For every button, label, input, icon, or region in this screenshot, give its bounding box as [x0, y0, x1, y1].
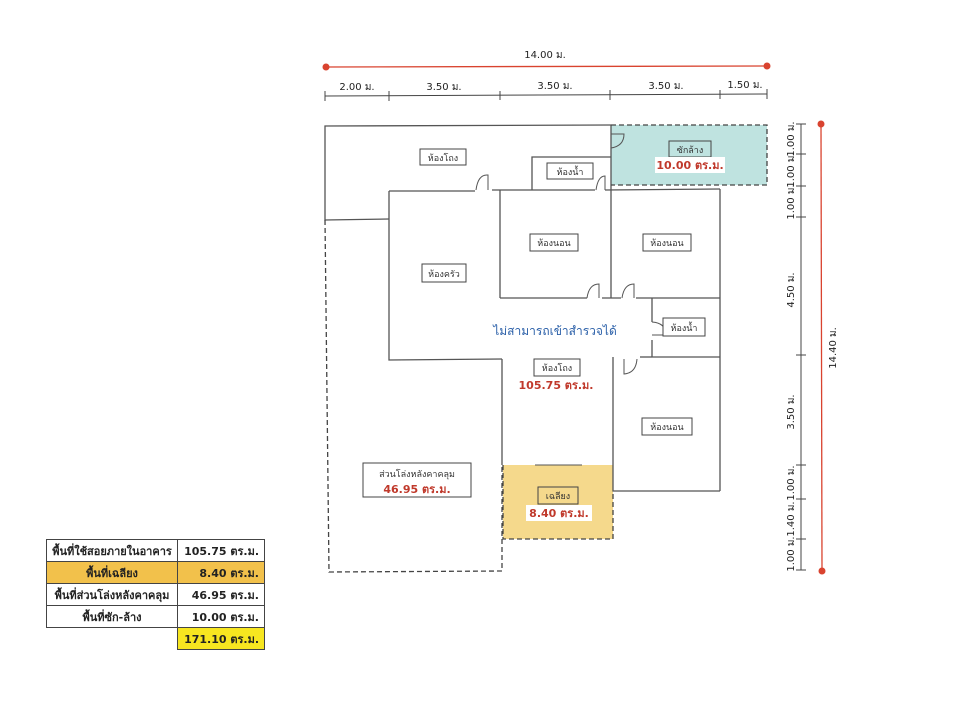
- table-row: พื้นที่เฉลียง 8.40 ตร.ม.: [46, 561, 265, 584]
- right-seg-1: 1.00 ม.: [786, 121, 797, 156]
- room-living-top: ห้องโถง: [419, 148, 467, 166]
- svg-text:ห้องน้ำ: ห้องน้ำ: [557, 165, 584, 178]
- right-seg-4: 4.50 ม.: [786, 272, 797, 307]
- svg-text:ห้องโถง: ห้องโถง: [542, 363, 572, 374]
- row-label: พื้นที่ซัก-ล้าง: [46, 605, 178, 628]
- top-total-dimension: 14.00 ม.: [322, 50, 771, 71]
- svg-text:ห้องครัว: ห้องครัว: [428, 269, 460, 280]
- right-seg-3: 1.00 ม.: [786, 184, 797, 219]
- table-row: พื้นที่ส่วนโล่งหลังคาคลุม 46.95 ตร.ม.: [46, 583, 265, 606]
- dashed-outlines: [324, 124, 768, 573]
- right-total-dimension: 14.40 ม.: [817, 120, 839, 575]
- room-living-mid: ห้องโถง 105.75 ตร.ม.: [519, 358, 594, 392]
- row-value: 10.00 ตร.ม.: [177, 605, 265, 628]
- svg-text:ห้องนอน: ห้องนอน: [650, 238, 683, 249]
- svg-text:10.00 ตร.ม.: 10.00 ตร.ม.: [656, 159, 723, 172]
- row-value: 8.40 ตร.ม.: [177, 561, 265, 584]
- table-row: พื้นที่ซัก-ล้าง 10.00 ตร.ม.: [46, 605, 265, 628]
- top-seg-3: 3.50 ม.: [537, 81, 572, 92]
- total-value: 171.10 ตร.ม.: [177, 627, 265, 650]
- right-seg-7: 1.40 ม.: [786, 501, 797, 536]
- top-seg-1: 2.00 ม.: [339, 82, 374, 93]
- svg-text:8.40 ตร.ม.: 8.40 ตร.ม.: [529, 507, 589, 520]
- room-bath-top: ห้องน้ำ: [546, 162, 594, 180]
- room-bedroom-1: ห้องนอน: [529, 233, 579, 252]
- svg-text:ห้องโถง: ห้องโถง: [428, 153, 458, 164]
- area-summary-table: พื้นที่ใช้สอยภายในอาคาร 105.75 ตร.ม. พื้…: [46, 539, 265, 650]
- svg-text:ส่วนโล่งหลังคาคลุม: ส่วนโล่งหลังคาคลุม: [379, 469, 455, 480]
- room-bedroom-3: ห้องนอน: [641, 417, 693, 436]
- room-kitchen: ห้องครัว: [421, 263, 467, 283]
- row-value: 46.95 ตร.ม.: [177, 583, 265, 606]
- svg-text:ห้องนอน: ห้องนอน: [650, 422, 683, 433]
- room-porch: เฉลียง 8.40 ตร.ม.: [526, 486, 592, 521]
- top-total-label: 14.00 ม.: [524, 50, 566, 61]
- svg-text:ห้องนอน: ห้องนอน: [537, 238, 570, 249]
- table-row: พื้นที่ใช้สอยภายในอาคาร 105.75 ตร.ม.: [46, 539, 265, 562]
- inaccessible-note: ไม่สามารถเข้าสำรวจได้: [492, 324, 617, 338]
- right-seg-8: 1.00 ม.: [786, 536, 797, 571]
- room-bedroom-2: ห้องนอน: [642, 233, 692, 252]
- svg-text:ห้องน้ำ: ห้องน้ำ: [671, 321, 698, 334]
- room-bath-mid: ห้องน้ำ: [662, 317, 706, 337]
- walls: [324, 124, 721, 492]
- row-label: พื้นที่ใช้สอยภายในอาคาร: [46, 539, 178, 562]
- top-seg-4: 3.50 ม.: [648, 81, 683, 92]
- top-seg-2: 3.50 ม.: [426, 82, 461, 93]
- top-seg-5: 1.50 ม.: [727, 80, 762, 91]
- room-laundry: ซักล้าง 10.00 ตร.ม.: [655, 140, 725, 173]
- svg-text:46.95 ตร.ม.: 46.95 ตร.ม.: [383, 483, 450, 496]
- right-seg-2: 1.00 ม.: [786, 152, 797, 187]
- row-label: พื้นที่ส่วนโล่งหลังคาคลุม: [46, 583, 178, 606]
- right-segment-dimension: 1.00 ม. 1.00 ม. 1.00 ม. 4.50 ม. 3.50 ม. …: [786, 121, 806, 572]
- top-segment-dimension: 2.00 ม. 3.50 ม. 3.50 ม. 3.50 ม. 1.50 ม.: [324, 80, 768, 101]
- room-covered-area: ส่วนโล่งหลังคาคลุม 46.95 ตร.ม.: [362, 462, 472, 498]
- right-total-label: 14.40 ม.: [828, 327, 839, 369]
- row-value: 105.75 ตร.ม.: [177, 539, 265, 562]
- total-row: 171.10 ตร.ม.: [47, 627, 265, 650]
- svg-text:ซักล้าง: ซักล้าง: [677, 145, 704, 156]
- svg-text:เฉลียง: เฉลียง: [546, 491, 570, 502]
- svg-text:105.75 ตร.ม.: 105.75 ตร.ม.: [519, 379, 594, 392]
- right-seg-6: 1.00 ม.: [786, 465, 797, 500]
- right-seg-5: 3.50 ม.: [786, 394, 797, 429]
- row-label: พื้นที่เฉลียง: [46, 561, 178, 584]
